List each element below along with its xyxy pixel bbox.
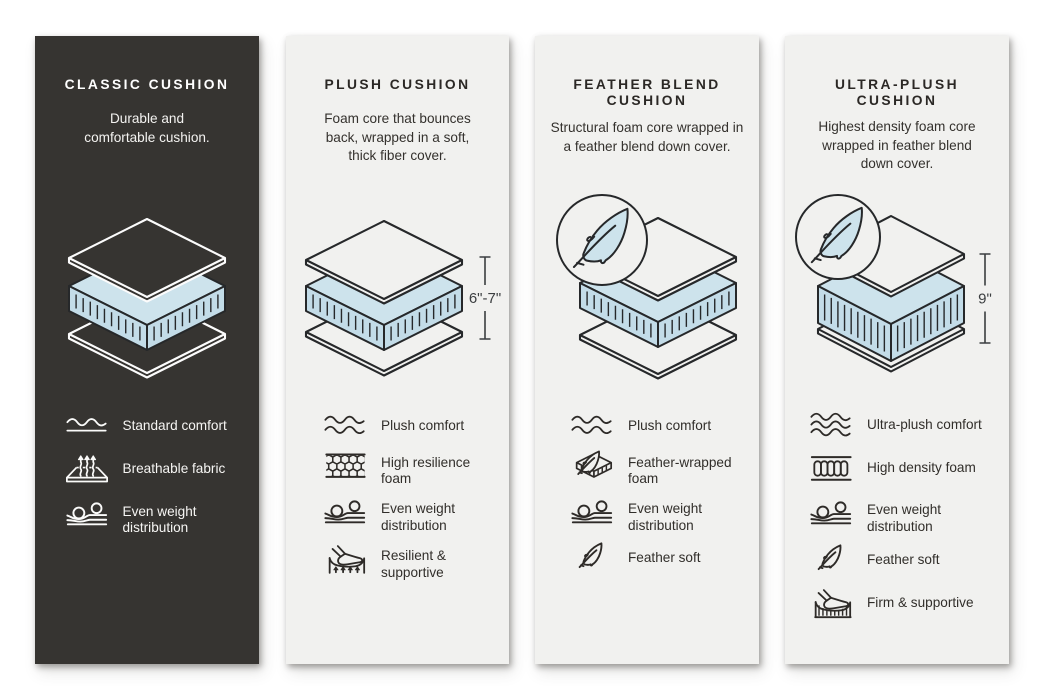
feature-item: Plush comfort [322,409,464,443]
even-weight-icon [322,495,368,529]
feature-item: Even weight distribution [64,502,197,537]
density-columns-icon [808,452,854,486]
feature-label: Even weight distribution [628,501,703,533]
wave-single-icon [64,409,110,443]
feature-label: Feather-wrapped foam [628,454,732,487]
card-title: FEATHER BLEND CUSHION [573,77,721,108]
feather-badge [556,194,648,286]
foam-cells-icon [322,448,368,482]
feature-label: Resilient & supportive [381,548,446,580]
even-weight-icon [64,497,110,531]
wave-double-icon [322,409,368,443]
body-support-arrows-icon [322,542,368,576]
height-measure: 9" [978,253,992,344]
feather-badge [795,194,881,280]
top-cover-plate [67,217,227,303]
card-ultra-plush-cushion: ULTRA-PLUSH CUSHION Highest density foam… [785,36,1009,664]
feature-label: High resilience foam [381,454,471,487]
feather-icon [574,209,628,267]
feature-label: Even weight distribution [867,502,942,534]
card-description: Highest density foam core wrapped in fea… [818,119,976,172]
feature-item: Even weight distribution [569,499,703,535]
feature-item: Feather soft [808,543,940,577]
feature-label: Feather soft [867,551,940,567]
feature-item: Breathable fabric [64,452,226,486]
feature-item: Resilient & supportive [322,544,446,582]
feature-label: Even weight distribution [381,501,456,533]
feather-foam-icon [569,448,615,482]
feature-item: Standard comfort [64,409,227,443]
feather-icon [569,541,615,575]
feature-item: Feather-wrapped foam [569,454,732,488]
card-description: Structural foam core wrapped in a feathe… [550,120,744,154]
card-title: CLASSIC CUSHION [64,77,230,92]
feature-label: High density foam [867,460,976,476]
cushion-layers-illustration [67,217,227,379]
feature-label: Plush comfort [381,417,465,433]
feature-item: High resilience foam [322,453,471,488]
cushion-layers-illustration: 9" [795,194,992,373]
card-title: PLUSH CUSHION [324,77,471,92]
feature-label: Standard comfort [122,417,227,433]
feature-item: Even weight distribution [322,499,456,535]
card-title: ULTRA-PLUSH CUSHION [834,77,960,108]
feature-item: High density foam [808,452,976,486]
firm-support-icon [808,586,854,620]
measure-line [479,256,491,340]
card-description: Foam core that bounces back, wrapped in … [324,111,471,164]
measure-line [979,253,991,344]
feather-icon [808,543,854,577]
feature-item: Ultra-plush comfort [808,408,982,442]
card-description: Durable and comfortable cushion. [84,111,210,145]
feature-label: Ultra-plush comfort [867,416,982,432]
cushion-layers-illustration [556,194,738,380]
even-weight-icon [569,495,615,529]
feather-icon [812,208,862,262]
feature-label: Even weight distribution [122,503,197,536]
card-feather-blend-cushion: FEATHER BLEND CUSHION Structural foam co… [535,36,759,664]
top-cover-plate [304,219,464,305]
feature-item: Firm & supportive [808,586,974,620]
feature-label: Firm & supportive [867,594,974,610]
breathable-icon [64,452,110,486]
wave-triple-icon [808,408,854,442]
card-plush-cushion: PLUSH CUSHION Foam core that bounces bac… [286,36,509,664]
even-weight-icon [808,496,854,530]
height-measure-label: 6"-7" [469,290,501,307]
feature-label: Breathable fabric [122,460,226,476]
card-classic-cushion: CLASSIC CUSHION Durable and comfortable … [35,36,259,664]
feature-label: Feather soft [628,549,701,565]
height-measure-label: 9" [978,291,992,308]
feature-label: Plush comfort [628,417,712,433]
feature-item: Feather soft [569,541,701,575]
feature-item: Plush comfort [569,409,711,443]
height-measure: 6"-7" [469,256,501,340]
cushion-layers-illustration: 6"-7" [304,219,501,377]
wave-double-icon [569,409,615,443]
feature-item: Even weight distribution [808,500,942,536]
